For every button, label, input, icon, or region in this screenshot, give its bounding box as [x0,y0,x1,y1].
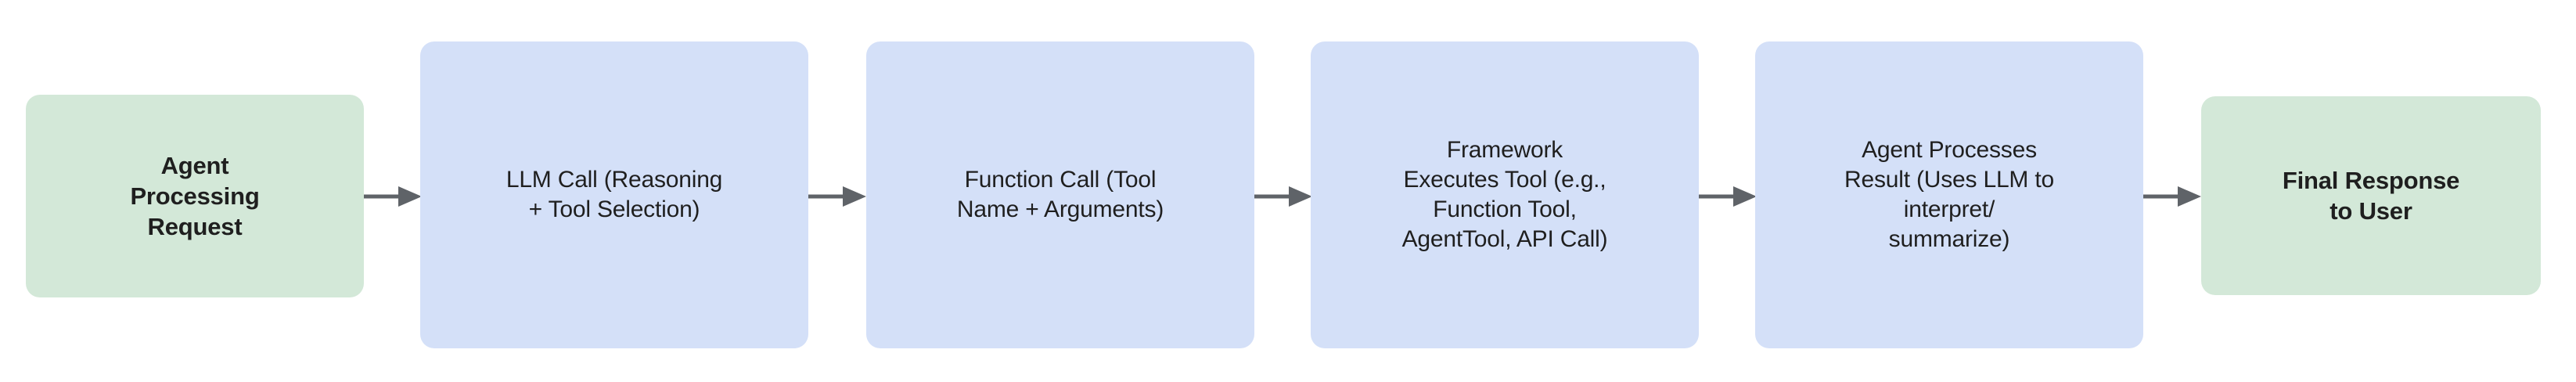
node-label: Final Response to User [2282,166,2460,225]
arrow-function-call-to-framework-executes-tool [1254,183,1312,210]
node-agent-processing-request[interactable]: Agent Processing Request [26,95,364,297]
arrow-head-icon [2178,186,2201,207]
node-label: Agent Processes Result (Uses LLM to inte… [1844,137,2054,252]
node-framework-executes-tool[interactable]: Framework Executes Tool (e.g., Function … [1311,41,1699,348]
node-label: LLM Call (Reasoning + Tool Selection) [505,167,723,222]
node-agent-processes-result[interactable]: Agent Processes Result (Uses LLM to inte… [1755,41,2143,348]
node-llm-call[interactable]: LLM Call (Reasoning + Tool Selection) [420,41,808,348]
node-label: Agent Processing Request [130,151,260,241]
arrow-agent-processes-result-to-final-response-to-user [2143,183,2201,210]
arrow-agent-processing-request-to-llm-call [364,183,422,210]
node-final-response-to-user[interactable]: Final Response to User [2201,96,2541,295]
arrow-head-icon [398,186,422,207]
node-function-call[interactable]: Function Call (Tool Name + Arguments) [866,41,1254,348]
arrow-head-icon [1289,186,1312,207]
node-label: Function Call (Tool Name + Arguments) [956,167,1164,222]
arrow-head-icon [1733,186,1757,207]
arrow-llm-call-to-function-call [808,183,866,210]
arrow-head-icon [843,186,866,207]
node-label: Framework Executes Tool (e.g., Function … [1401,137,1608,252]
arrow-framework-executes-tool-to-agent-processes-result [1699,183,1757,210]
